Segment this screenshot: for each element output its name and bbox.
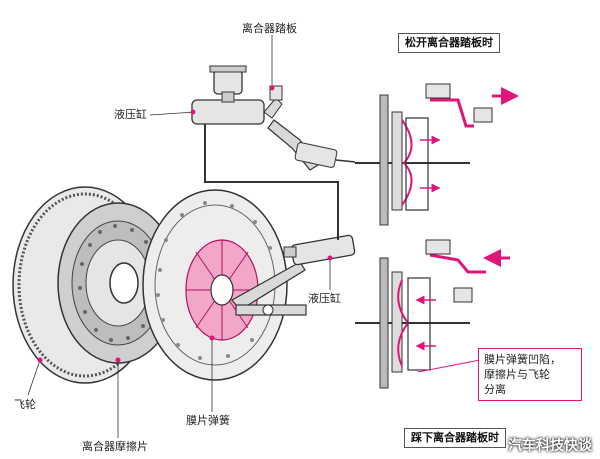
friction-plate-label: 离合器摩擦片 (82, 440, 148, 453)
master-cylinder (191, 65, 265, 125)
watermark: 汽车科技快谈 (508, 438, 592, 454)
friction-plate (57, 202, 179, 364)
flywheel-label: 飞轮 (14, 398, 36, 411)
release-title-box: 松开离合器踏板时 (398, 33, 500, 53)
release-fork (231, 261, 307, 316)
detail-pressed (355, 239, 510, 389)
master-cylinder-label: 液压缸 (114, 108, 147, 121)
diaphragm-spring-label: 膜片弹簧 (186, 414, 230, 427)
diaphragm-spring (185, 239, 259, 341)
press-title-box: 踩下离合器踏板时 (404, 428, 506, 448)
pedal-label: 离合器踏板 (242, 22, 297, 35)
detail-released (355, 83, 519, 226)
press-note-box: 膜片弹簧凹陷， 摩擦片与飞轮 分离 (478, 348, 582, 401)
clutch-pedal (263, 85, 356, 171)
slave-cylinder-label: 液压缸 (308, 292, 341, 305)
hydraulic-line (204, 124, 339, 240)
slave-cylinder (283, 234, 356, 266)
